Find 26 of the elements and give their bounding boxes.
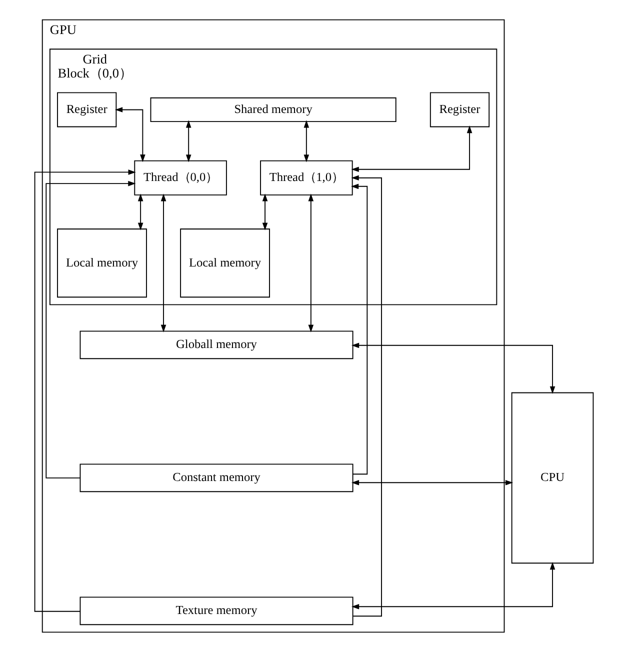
- node-box: Register: [56, 92, 116, 128]
- arrow: [160, 194, 166, 332]
- node-box: Constant memory: [79, 464, 353, 492]
- node-box: Local memory: [56, 228, 146, 298]
- node-box: Thread（0,0）: [134, 160, 226, 196]
- node-box: Globall memory: [79, 330, 353, 360]
- arrow: [350, 126, 472, 172]
- arrow: [114, 107, 145, 162]
- arrow: [185, 120, 191, 162]
- arrow: [351, 562, 555, 610]
- node-box: Shared memory: [150, 97, 396, 122]
- arrow: [262, 194, 268, 230]
- arrow: [350, 480, 513, 486]
- node-box: Local memory: [180, 228, 270, 298]
- arrow: [45, 180, 136, 478]
- arrow: [351, 342, 555, 394]
- node-box: Thread（1,0）: [260, 160, 352, 196]
- arrow: [350, 184, 368, 475]
- arrow: [34, 170, 136, 612]
- node-box: Texture memory: [79, 596, 353, 626]
- arrow: [350, 175, 382, 617]
- node-box: Register: [429, 92, 490, 128]
- arrow: [308, 194, 314, 332]
- arrow: [303, 120, 309, 162]
- arrow: [137, 194, 143, 230]
- node-box: CPU: [510, 392, 594, 564]
